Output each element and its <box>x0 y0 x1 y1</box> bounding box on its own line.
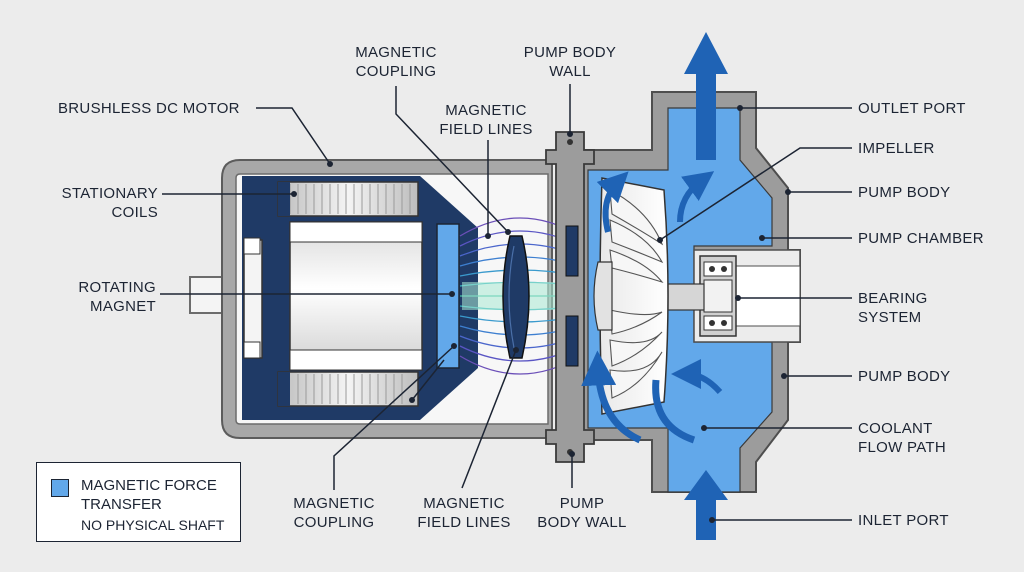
label-pump-chamber: PUMP CHAMBER <box>858 230 984 247</box>
label-pump-body-wall-top-line2: WALL <box>549 63 591 80</box>
label-magnetic-coupling-bottom-line2: COUPLING <box>293 514 375 531</box>
label-magnetic-field-lines-bottom: MAGNETIC FIELD LINES <box>402 494 526 532</box>
magnetic-coupling-disc <box>502 235 530 359</box>
label-stationary-coils-line1: STATIONARY <box>61 185 158 202</box>
legend-title-line1: MAGNETIC FORCE <box>81 477 217 494</box>
label-pump-body-lower: PUMP BODY <box>858 368 951 385</box>
label-bearing-system-line2: SYSTEM <box>858 309 922 326</box>
leader-dots <box>291 105 791 523</box>
label-outlet-port: OUTLET PORT <box>858 100 966 117</box>
driven-magnet-plate-upper <box>565 225 579 277</box>
label-magnetic-coupling-top-line1: MAGNETIC <box>355 44 437 61</box>
stationary-coil-lower <box>277 371 419 407</box>
label-pump-body-wall-top: PUMP BODY WALL <box>510 43 630 81</box>
label-pump-body-wall-bottom: PUMP BODY WALL <box>522 494 642 532</box>
label-rotating-magnet-line2: MAGNET <box>90 298 156 315</box>
label-brushless-dc-motor: BRUSHLESS DC MOTOR <box>58 100 240 117</box>
outlet-arrow <box>684 32 728 160</box>
label-pump-body-upper: PUMP BODY <box>858 184 951 201</box>
label-bearing-system: BEARING SYSTEM <box>858 289 928 327</box>
label-rotating-magnet: ROTATING MAGNET <box>40 278 156 316</box>
label-pump-body-wall-bottom-line2: BODY WALL <box>537 514 627 531</box>
rotating-magnet <box>289 221 423 371</box>
impeller <box>593 177 669 415</box>
leader-lines <box>160 84 852 521</box>
driven-magnet-plate-lower <box>565 315 579 367</box>
label-magnetic-field-lines-bottom-line1: MAGNETIC <box>423 495 505 512</box>
label-magnetic-coupling-bottom-line1: MAGNETIC <box>293 495 375 512</box>
label-magnetic-field-lines-top: MAGNETIC FIELD LINES <box>424 101 548 139</box>
label-magnetic-coupling-bottom: MAGNETIC COUPLING <box>274 494 394 532</box>
legend-box: MAGNETIC FORCE TRANSFER NO PHYSICAL SHAF… <box>36 462 241 542</box>
legend-title-line2: TRANSFER <box>81 496 162 513</box>
label-coolant-flow-path: COOLANT FLOW PATH <box>858 419 946 457</box>
label-bearing-system-line1: BEARING <box>858 290 928 307</box>
label-coolant-flow-path-line1: COOLANT <box>858 420 933 437</box>
label-magnetic-coupling-top: MAGNETIC COUPLING <box>336 43 456 81</box>
legend-title: MAGNETIC FORCE TRANSFER <box>81 476 217 514</box>
label-pump-body-wall-top-line1: PUMP BODY <box>523 44 617 61</box>
label-coolant-flow-path-line2: FLOW PATH <box>858 439 946 456</box>
label-impeller: IMPELLER <box>858 140 935 157</box>
coolant-flow-arrows <box>581 32 728 540</box>
stationary-coil-upper <box>277 181 419 217</box>
label-magnetic-field-lines-top-line2: FIELD LINES <box>439 121 533 138</box>
label-inlet-port: INLET PORT <box>858 512 949 529</box>
label-pump-body-wall-bottom-line1: PUMP <box>559 495 605 512</box>
legend-subtitle: NO PHYSICAL SHAFT <box>81 517 225 533</box>
label-magnetic-field-lines-bottom-line2: FIELD LINES <box>417 514 511 531</box>
label-stationary-coils-line2: COILS <box>111 204 158 221</box>
label-stationary-coils: STATIONARY COILS <box>40 184 158 222</box>
drive-magnet-plate <box>436 223 460 369</box>
label-rotating-magnet-line1: ROTATING <box>78 279 156 296</box>
legend-swatch <box>51 479 69 497</box>
motor-shaft-stub <box>189 276 227 314</box>
label-magnetic-coupling-top-line2: COUPLING <box>355 63 437 80</box>
label-magnetic-field-lines-top-line1: MAGNETIC <box>445 102 527 119</box>
bearing-assembly <box>699 255 737 337</box>
inlet-arrow <box>684 470 728 540</box>
